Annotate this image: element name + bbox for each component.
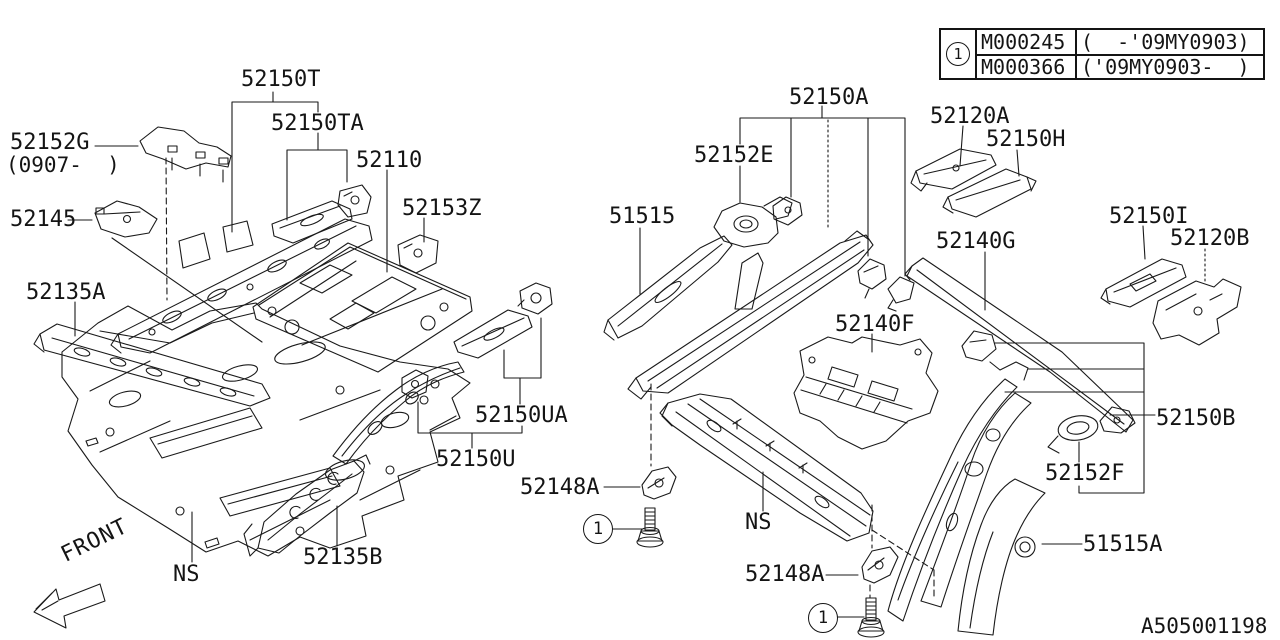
part-channel-52150ua [453, 282, 553, 359]
part-clip-52150b [1099, 406, 1136, 434]
part-channel-52150ta [271, 200, 353, 244]
part-bracket-52150ta2 [337, 184, 372, 218]
part-label-52152f[interactable]: 52152F [1045, 461, 1125, 486]
part-label-52152e[interactable]: 52152E [694, 143, 774, 168]
part-crossmember-52140f [793, 336, 939, 450]
ns-note-floor: NS [173, 562, 200, 587]
part-bracket-52152g [139, 126, 232, 183]
part-quarter-panel-51515a [957, 478, 1046, 636]
part-label-51515a[interactable]: 51515A [1083, 532, 1163, 557]
part-bracket-52150a-3 [887, 276, 915, 312]
bolt-callout-front: 1 [583, 514, 613, 544]
front-arrow-icon [33, 583, 106, 629]
circle-1-icon: 1 [946, 42, 970, 66]
ref-code-row2[interactable]: M000366 [975, 54, 1075, 78]
part-label-52150t[interactable]: 52150T [241, 67, 321, 92]
part-bracket-52145 [94, 200, 158, 238]
part-bracket-52150b-top [961, 330, 997, 362]
part-bracket-52150a-1 [772, 196, 803, 226]
part-label-52150i[interactable]: 52150I [1109, 204, 1189, 229]
part-wheel-arch-outer [887, 378, 1018, 622]
part-grommet-52152f [1047, 415, 1099, 454]
part-label-52148a-front[interactable]: 52148A [520, 475, 600, 500]
part-channel-52150i [1100, 258, 1187, 308]
part-bracket-52148a-front [641, 466, 677, 500]
part-rail-52135b [243, 454, 371, 557]
bolt-icon-front [636, 507, 664, 548]
part-label-52152g[interactable]: 52152G [10, 130, 90, 155]
bolt-callout-rear-number: 1 [817, 607, 829, 628]
part-curved-rail-52150u [332, 361, 465, 465]
part-clip-52150a-2 [857, 258, 887, 299]
part-label-52148a-rear[interactable]: 52148A [745, 562, 825, 587]
part-label-52135a[interactable]: 52135A [26, 280, 106, 305]
ref-range-row2: ('09MY0903- ) [1075, 54, 1263, 78]
ref-number-cell: 1 [941, 30, 975, 78]
part-label-52152g-date: (0907- ) [6, 153, 120, 177]
ref-table: 1 M000245 ( -'09MY0903) M000366 ('09MY09… [939, 28, 1265, 80]
dashed-leader-lines [165, 119, 1206, 601]
ref-range-row1: ( -'09MY0903) [1075, 30, 1263, 54]
part-side-member-51515 [603, 235, 733, 341]
part-label-52140f[interactable]: 52140F [835, 312, 915, 337]
part-label-52150u[interactable]: 52150U [436, 447, 516, 472]
part-sill-panel-ns [659, 393, 874, 542]
part-bracket-52153z [397, 234, 439, 274]
part-grommet-52152e [713, 196, 793, 248]
part-label-51515[interactable]: 51515 [609, 204, 676, 229]
drawing-number: A505001198 [1141, 614, 1268, 638]
part-bracket-52150u [401, 369, 429, 399]
part-wheel-arch-inner [920, 361, 1032, 608]
part-label-52145[interactable]: 52145 [10, 207, 77, 232]
part-label-52140g[interactable]: 52140G [936, 229, 1016, 254]
part-label-52110[interactable]: 52110 [356, 148, 423, 173]
ref-code-row1[interactable]: M000245 [975, 30, 1075, 54]
part-bracket-52148a-rear [861, 546, 899, 584]
part-label-52150ta[interactable]: 52150TA [271, 111, 364, 136]
bolt-callout-rear: 1 [808, 603, 838, 633]
part-sill-strip-52135a [33, 323, 271, 407]
part-label-52153z[interactable]: 52153Z [402, 196, 482, 221]
part-rail-52120a [910, 148, 997, 192]
leader-lines [67, 91, 1156, 618]
part-label-52150ua[interactable]: 52150UA [475, 403, 568, 428]
part-side-member-rear [627, 230, 874, 400]
part-label-52120b[interactable]: 52120B [1170, 226, 1250, 251]
part-rail-52140g [904, 257, 1134, 433]
part-label-52120a[interactable]: 52120A [930, 104, 1010, 129]
part-rail-52150h [942, 168, 1037, 218]
ns-note-sill: NS [745, 510, 772, 535]
part-label-52135b[interactable]: 52135B [303, 545, 383, 570]
part-rear-floor-pan [61, 302, 471, 557]
part-label-52150h[interactable]: 52150H [986, 127, 1066, 152]
part-bracket-52120b [1152, 278, 1242, 346]
part-floor-panel-52110 [252, 242, 473, 373]
part-label-52150a[interactable]: 52150A [789, 85, 869, 110]
part-label-52150b[interactable]: 52150B [1156, 406, 1236, 431]
part-crossmember-52150t [110, 218, 373, 354]
bolt-icon-rear [857, 597, 885, 638]
bolt-callout-front-number: 1 [592, 518, 604, 539]
